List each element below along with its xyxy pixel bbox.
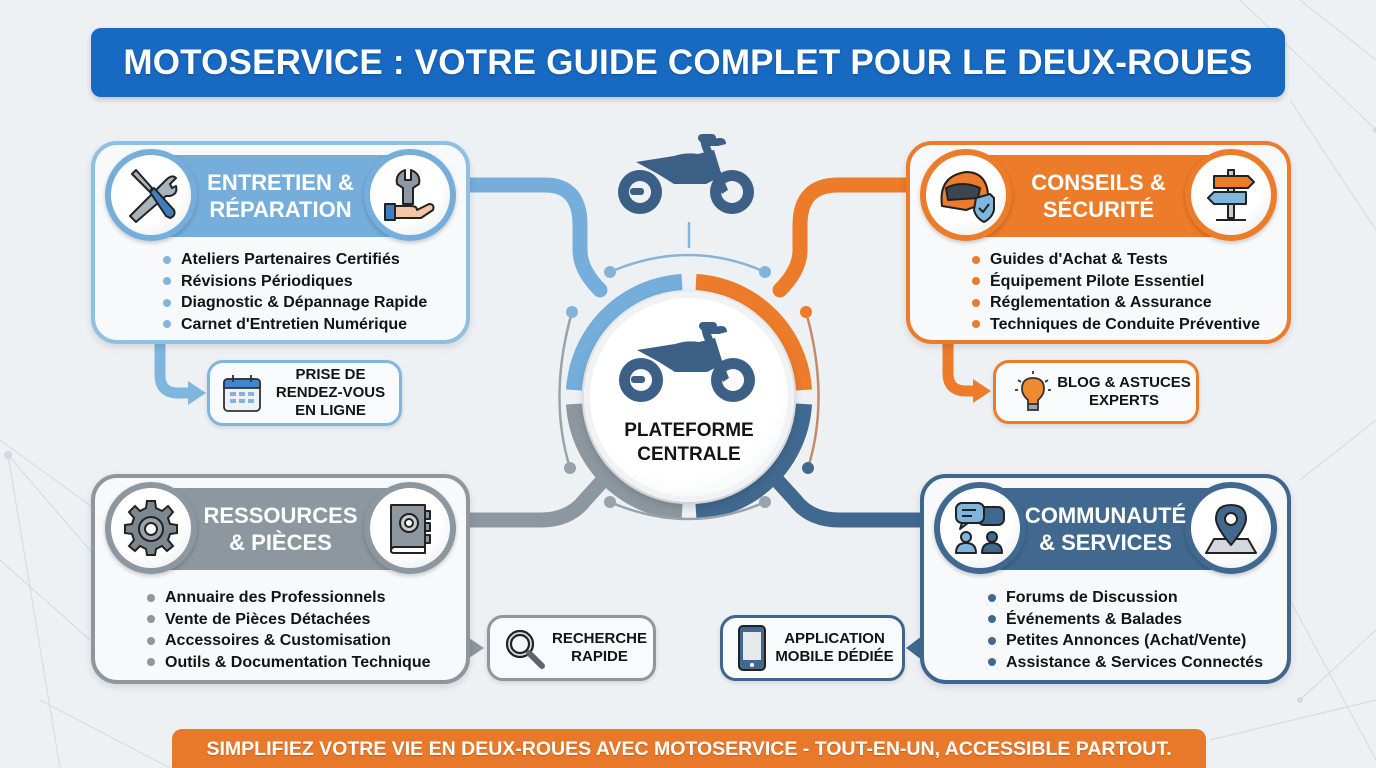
card-title: ENTRETIEN & RÉPARATION	[207, 170, 354, 222]
feature-list: Guides d'Achat & Tests Équipement Pilote…	[972, 249, 1260, 335]
list-item: Diagnostic & Dépannage Rapide	[163, 292, 427, 314]
central-platform-hub: PLATEFORME CENTRALE	[584, 292, 794, 502]
gear-icon	[105, 482, 197, 574]
online-appointment-button[interactable]: PRISE DE RENDEZ-VOUS EN LIGNE	[207, 360, 402, 426]
card-communaute-services: COMMUNAUTÉ & SERVICES Forums de	[920, 474, 1291, 684]
calendar-icon	[222, 373, 262, 413]
lightbulb-icon	[1014, 370, 1052, 414]
list-item: Équipement Pilote Essentiel	[972, 271, 1260, 293]
list-item: Techniques de Conduite Préventive	[972, 314, 1260, 336]
page-title: MOTOSERVICE : VOTRE GUIDE COMPLET POUR L…	[123, 42, 1253, 82]
card-title: RESSOURCES & PIÈCES	[203, 503, 358, 555]
card-conseils-securite: CONSEILS & SÉCURITÉ Guides d'Achat & Tes…	[906, 141, 1291, 344]
list-item: Forums de Discussion	[988, 587, 1263, 609]
sub-label: PRISE DE RENDEZ-VOUS EN LIGNE	[275, 366, 386, 419]
list-item: Annuaire des Professionnels	[147, 587, 431, 609]
list-item: Accessoires & Customisation	[147, 630, 431, 652]
footer-banner: SIMPLIFIEZ VOTRE VIE EN DEUX-ROUES AVEC …	[172, 729, 1206, 768]
motorcycle-icon	[615, 320, 763, 411]
feature-list: Ateliers Partenaires Certifiés Révisions…	[163, 249, 427, 335]
list-item: Petites Annonces (Achat/Vente)	[988, 630, 1263, 652]
card-title: COMMUNAUTÉ & SERVICES	[1024, 503, 1187, 555]
wrench-screwdriver-icon	[105, 149, 197, 241]
manual-book-icon	[364, 482, 456, 574]
smartphone-icon	[737, 624, 767, 672]
card-entretien-reparation: ENTRETIEN & RÉPARATION Ateliers Partenai…	[91, 141, 470, 344]
list-item: Réglementation & Assurance	[972, 292, 1260, 314]
helmet-shield-icon	[920, 149, 1012, 241]
chat-users-icon	[934, 482, 1026, 574]
card-title: CONSEILS & SÉCURITÉ	[1031, 170, 1166, 222]
card-ressources-pieces: RESSOURCES & PIÈCES Annuaire des Profess	[91, 474, 470, 684]
quick-search-button[interactable]: RECHERCHE RAPIDE	[487, 615, 656, 681]
list-item: Vente de Pièces Détachées	[147, 609, 431, 631]
sub-label: RECHERCHE RAPIDE	[551, 630, 647, 665]
title-banner: MOTOSERVICE : VOTRE GUIDE COMPLET POUR L…	[91, 28, 1285, 97]
list-item: Révisions Périodiques	[163, 271, 427, 293]
list-item: Ateliers Partenaires Certifiés	[163, 249, 427, 271]
list-item: Outils & Documentation Technique	[147, 652, 431, 674]
motorcycle-icon	[614, 132, 762, 223]
blog-tips-button[interactable]: BLOG & ASTUCES EXPERTS	[993, 360, 1199, 424]
list-item: Assistance & Services Connectés	[988, 652, 1263, 674]
magnifier-icon	[502, 626, 546, 670]
list-item: Guides d'Achat & Tests	[972, 249, 1260, 271]
hub-label: PLATEFORME CENTRALE	[624, 420, 754, 465]
sub-label: BLOG & ASTUCES EXPERTS	[1057, 374, 1191, 409]
footer-tagline: SIMPLIFIEZ VOTRE VIE EN DEUX-ROUES AVEC …	[206, 738, 1172, 760]
list-item: Événements & Balades	[988, 609, 1263, 631]
sub-label: APPLICATION MOBILE DÉDIÉE	[775, 630, 894, 665]
feature-list: Forums de Discussion Événements & Balade…	[988, 587, 1263, 673]
feature-list: Annuaire des Professionnels Vente de Piè…	[147, 587, 431, 673]
signpost-icon	[1185, 149, 1277, 241]
mobile-app-button[interactable]: APPLICATION MOBILE DÉDIÉE	[720, 615, 905, 681]
map-pin-icon	[1185, 482, 1277, 574]
list-item: Carnet d'Entretien Numérique	[163, 314, 427, 336]
hand-wrench-icon	[364, 149, 456, 241]
